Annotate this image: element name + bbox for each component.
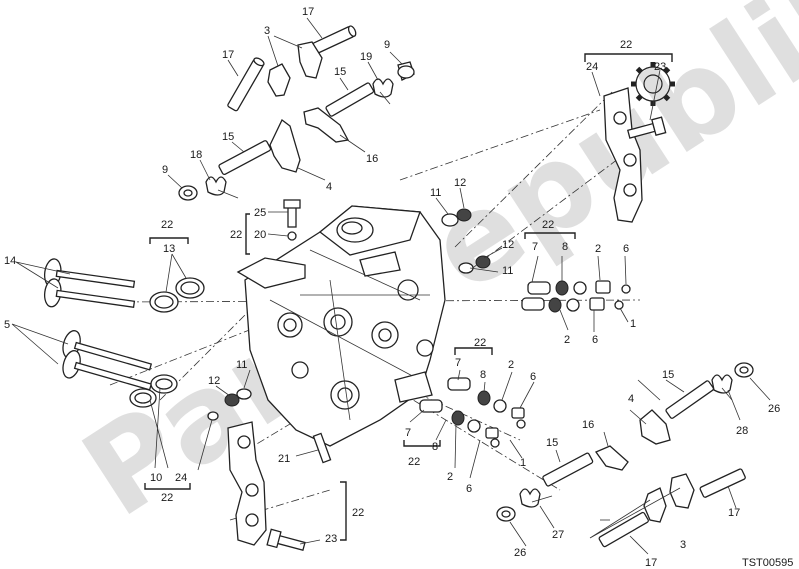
callout-11: 11 [430,187,441,199]
callout-16: 16 [582,419,594,431]
callout-8: 8 [562,241,568,253]
callout-22: 22 [161,492,173,504]
callout-22: 22 [474,337,486,349]
callout-2: 2 [447,471,453,483]
callout-12: 12 [454,177,466,189]
callout-11: 11 [236,359,247,371]
callout-8: 8 [480,369,486,381]
callouts: 17 3 17 19 9 15 16 15 18 9 4 22 24 23 25… [4,6,793,569]
callout-23: 23 [654,61,666,73]
callout-22: 22 [161,219,173,231]
callout-26: 26 [514,547,526,559]
callout-6: 6 [466,483,472,495]
callout-5: 5 [4,319,10,331]
callout-23: 23 [325,533,337,545]
sensor-25 [283,199,301,241]
seals-right [224,208,491,407]
lower-rocker-group [496,362,754,548]
callout-17: 17 [728,507,740,519]
callout-1: 1 [630,318,636,330]
callout-24: 24 [175,472,187,484]
callout-22: 22 [352,507,364,519]
cylinder-head [236,205,446,447]
callout-22: 22 [620,39,632,51]
callout-22: 22 [408,456,420,468]
callout-6: 6 [530,371,536,383]
callout-4: 4 [628,393,634,405]
callout-7: 7 [532,241,538,253]
callout-20: 20 [254,229,266,241]
callout-22: 22 [230,229,242,241]
callout-8: 8 [432,441,438,453]
callout-2: 2 [564,334,570,346]
callout-24: 24 [586,61,598,73]
callout-16: 16 [366,153,378,165]
leader-lines [11,17,771,555]
callout-2: 2 [508,359,514,371]
callout-9: 9 [162,164,168,176]
callout-17: 17 [302,6,314,18]
rocker-shaft [227,57,265,112]
callout-12: 12 [502,239,514,251]
callout-22: 22 [542,219,554,231]
callout-7: 7 [455,357,461,369]
callout-15: 15 [662,369,674,381]
cam-bracket-upper-right [603,62,675,223]
cam-bracket-lower-left [207,411,332,552]
upper-rocker-group [178,25,415,201]
callout-6: 6 [592,334,598,346]
callout-1: 1 [520,457,526,469]
callout-7: 7 [405,427,411,439]
callout-9: 9 [384,39,390,51]
callout-12: 12 [208,375,220,387]
callout-11: 11 [502,265,513,277]
callout-13: 13 [163,243,175,255]
callout-21: 21 [278,453,290,465]
callout-15: 15 [334,66,346,78]
valves-intake [43,258,205,313]
callout-18: 18 [190,149,202,161]
valves-exhaust [62,330,178,408]
callout-3: 3 [264,25,270,37]
callout-27: 27 [552,529,564,541]
callout-26: 26 [768,403,780,415]
tappets-middle [419,377,526,448]
callout-6: 6 [623,243,629,255]
group-brackets [144,53,673,541]
callout-2: 2 [595,243,601,255]
callout-4: 4 [326,181,332,193]
drawing-code: TST00595 [742,557,793,569]
callout-28: 28 [736,425,748,437]
callout-3: 3 [680,539,686,551]
callout-17: 17 [645,557,657,569]
callout-15: 15 [546,437,558,449]
callout-14: 14 [4,255,16,267]
tappets-upper [521,280,631,313]
callout-17: 17 [222,49,234,61]
callout-25: 25 [254,207,266,219]
callout-15: 15 [222,131,234,143]
callout-10: 10 [150,472,162,484]
gear-icon [631,62,675,106]
callout-19: 19 [360,51,372,63]
